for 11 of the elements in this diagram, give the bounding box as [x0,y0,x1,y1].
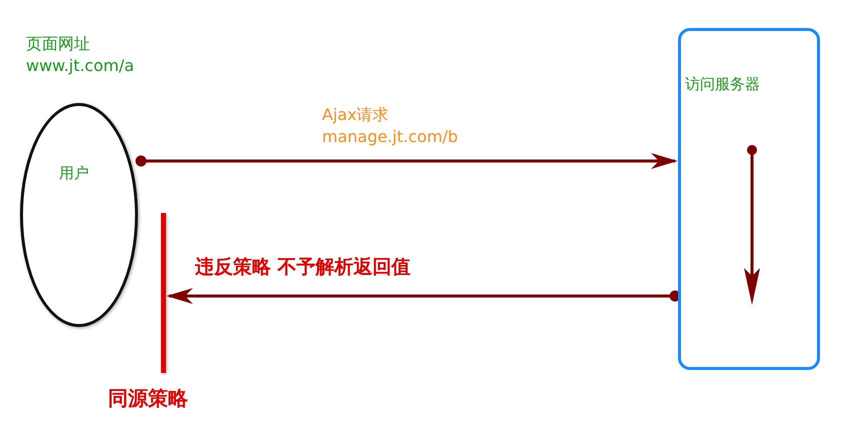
node-label: 用户 [59,164,89,182]
node-label: 访问服务器 [685,75,760,93]
policy-bar [161,213,166,373]
page-url: www.jt.com/a [26,56,134,76]
user-ellipse [20,103,138,327]
page-url-heading: 页面网址 [26,34,90,54]
edge-label: 违反策略 不予解析返回值 [195,256,411,279]
arrow [166,288,680,304]
policy-label: 同源策略 [108,386,188,410]
arrow [136,153,678,169]
server-box [678,28,820,370]
